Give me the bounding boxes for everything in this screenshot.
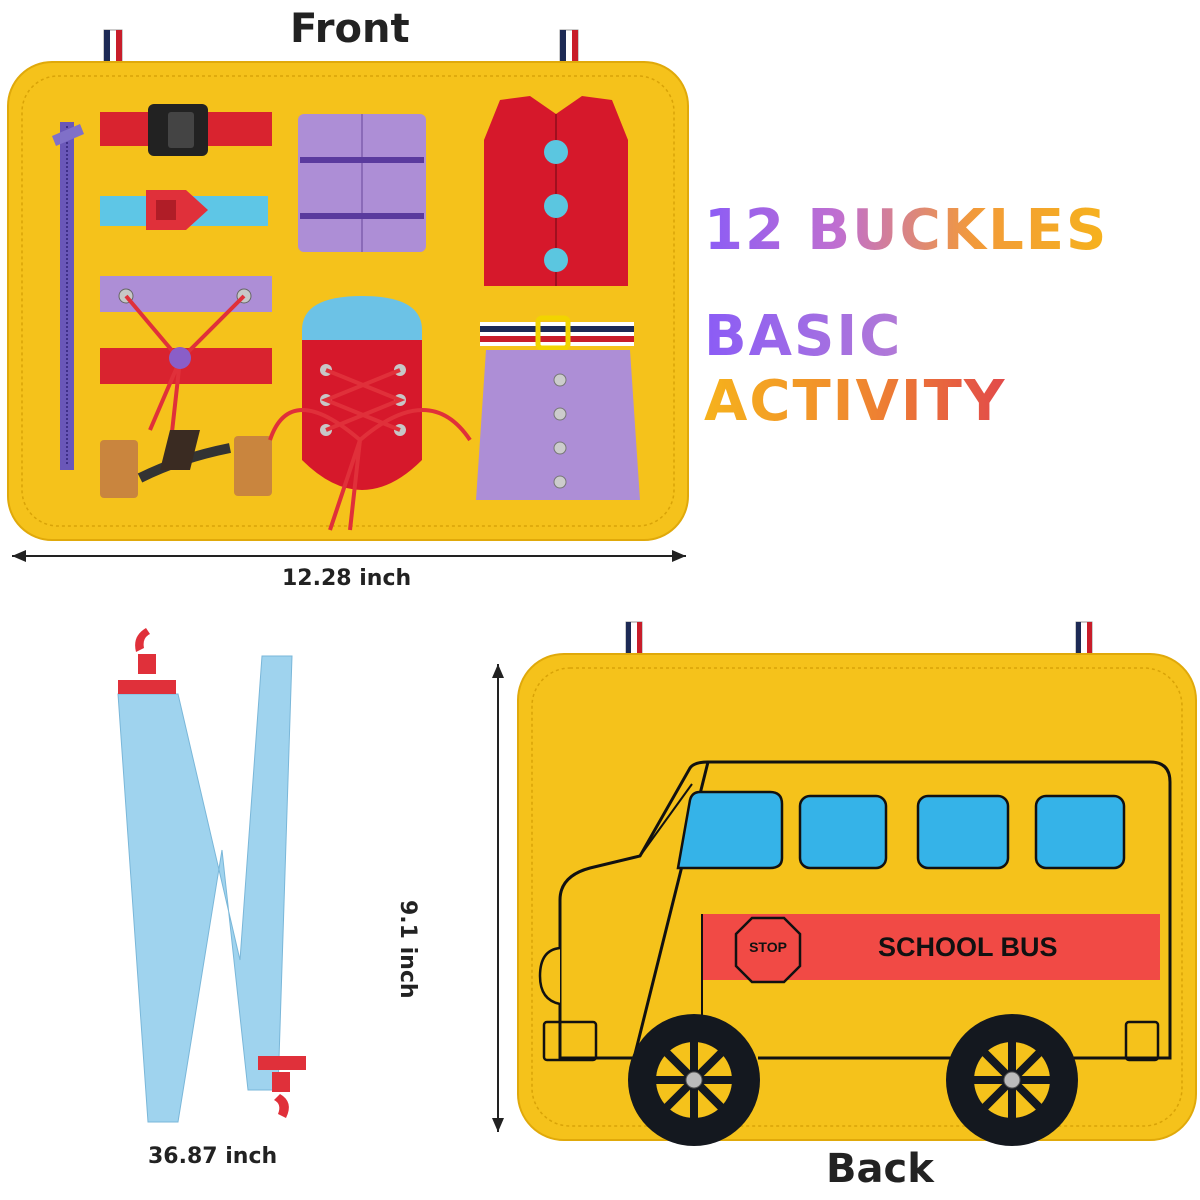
zipper <box>52 122 84 470</box>
bus-window-front <box>676 790 784 870</box>
width-dimension-arrow <box>12 550 686 562</box>
back-busy-board <box>517 621 1197 1146</box>
school-bus-text: SCHOOL BUS <box>878 932 1058 962</box>
stop-sign <box>734 916 802 984</box>
bus-window <box>916 794 1010 870</box>
shoulder-strap <box>117 628 306 1123</box>
front-hanging-tab-right <box>559 29 579 67</box>
slogan-line-2: BASIC ACTIVITY <box>704 304 1200 434</box>
stop-sign-text: STOP <box>749 939 787 955</box>
bus-window <box>798 794 888 870</box>
toggle-fastener <box>100 430 272 498</box>
back-felt-board <box>517 653 1197 1141</box>
front-hanging-tab-left <box>103 29 123 67</box>
lacing-strip <box>100 276 272 451</box>
slogan-12-buckles: 12 BUCKLES <box>704 198 1109 263</box>
bus-wheel-rear <box>946 1014 1078 1146</box>
side-release-buckle-black <box>100 104 272 156</box>
side-release-buckle-red <box>100 190 268 230</box>
vest-with-buttons <box>484 96 628 286</box>
strap-length-label: 36.87 inch <box>148 1144 278 1169</box>
bus-window <box>1034 794 1126 870</box>
width-dimension-label: 12.28 inch <box>282 566 412 591</box>
back-label: Back <box>826 1146 934 1192</box>
front-label: Front <box>290 6 410 52</box>
strap-hook-bottom <box>258 1056 306 1118</box>
front-busy-board <box>7 29 689 541</box>
school-bus-drawing <box>538 760 1172 1146</box>
height-dimension-arrow <box>492 664 504 1132</box>
shoe-lacing <box>268 296 472 531</box>
skirt-with-snaps <box>476 315 640 500</box>
height-dimension-label: 9.1 inch <box>395 900 420 999</box>
slogan-line-1: 12 BUCKLES <box>704 198 1108 263</box>
slogan-basic: BASIC <box>704 304 903 369</box>
back-hanging-tab-right <box>1075 621 1093 659</box>
slogan-activity: ACTIVITY <box>704 369 1007 434</box>
bus-wheel-front <box>628 1014 760 1146</box>
strap-hook-top <box>118 628 176 694</box>
purple-lace-tie <box>298 114 426 252</box>
back-hanging-tab-left <box>625 621 643 659</box>
